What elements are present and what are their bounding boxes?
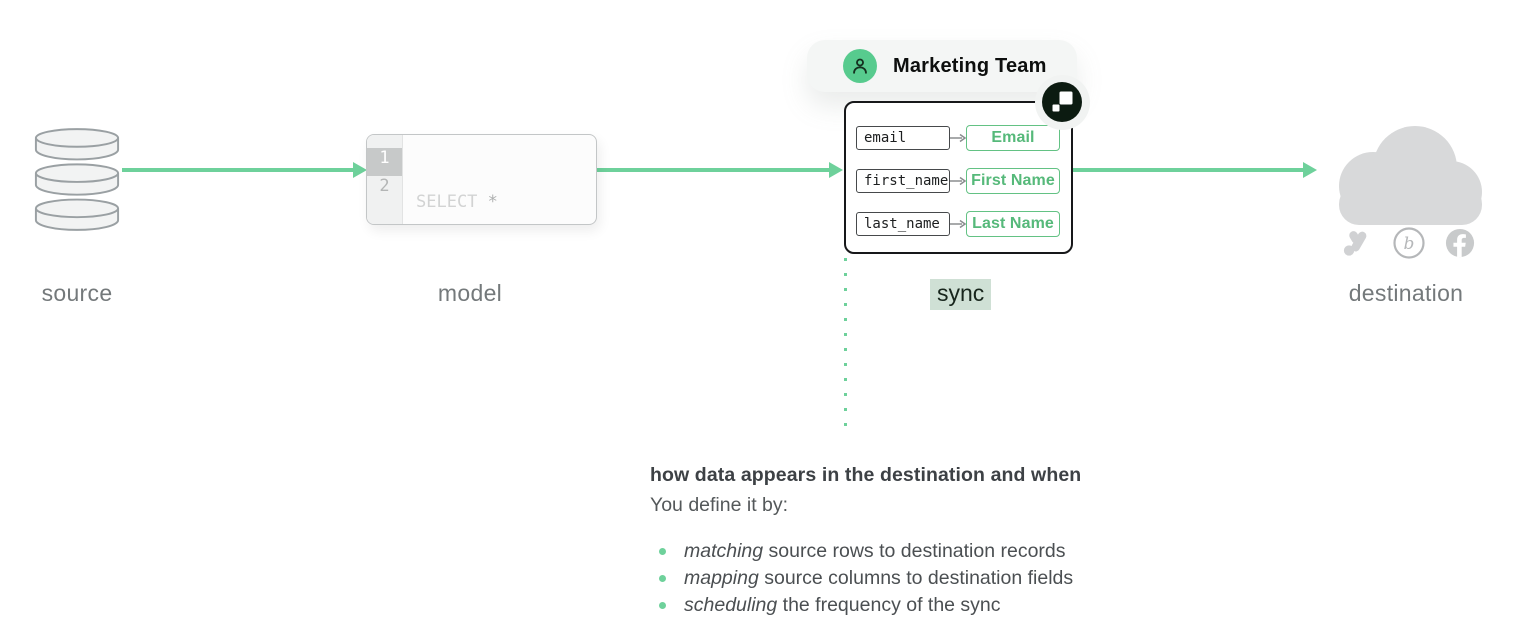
list-item: scheduling the frequency of the sync [650,592,1230,619]
svg-text:b: b [1404,234,1415,254]
stage-label-model: model [437,280,503,306]
sync-description: how data appears in the destination and … [650,464,1230,619]
list-item: matching source rows to destination reco… [650,538,1230,565]
sql-code: SELECT * FROM users; [403,135,533,224]
hightouch-logo-icon [1042,82,1082,122]
arrow-source-to-model [122,162,367,178]
arrow-sync-to-destination [1073,162,1317,178]
mapping-row: email Email [856,125,1060,151]
team-badge: Marketing Team [807,40,1077,92]
destination-field: Last Name [966,211,1060,237]
mapping-arrow-icon [950,176,966,186]
mapping-row: first_name First Name [856,168,1060,194]
destination-field: Email [966,125,1060,151]
source-column: first_name [856,169,950,193]
user-avatar [843,49,877,83]
database-icon [34,128,120,231]
person-icon [853,58,867,74]
mapping-arrow-icon [950,219,966,229]
field-mapping-card: email Email first_name First Name last_n… [844,101,1073,254]
line-number-2: 2 [379,176,390,196]
arrow-model-to-sync [597,162,843,178]
facebook-icon [1445,228,1475,258]
source-column: email [856,126,950,150]
team-name: Marketing Team [893,55,1047,77]
mapping-row: last_name Last Name [856,211,1060,237]
source-column: last_name [856,212,950,236]
stage-label-sync: sync [930,279,992,310]
line-number-1: 1 [367,148,402,176]
dotted-connector [844,258,847,430]
sql-model-editor: 1 2 SELECT * FROM users; [366,134,597,225]
mapping-arrow-icon [950,133,966,143]
description-heading: how data appears in the destination and … [650,464,1082,486]
description-subheading: You define it by: [650,494,789,516]
stage-label-source: source [41,280,113,306]
sql-line-1: SELECT * [416,192,498,212]
cloud-icon [1339,126,1482,225]
description-list: matching source rows to destination reco… [650,538,1230,619]
destination-field: First Name [966,168,1060,194]
line-number-gutter: 1 2 [367,135,403,224]
stage-label-destination: destination [1348,280,1464,306]
google-ads-icon [1343,231,1367,256]
list-item: mapping source columns to destination fi… [650,565,1230,592]
braze-icon: b [1393,227,1425,259]
